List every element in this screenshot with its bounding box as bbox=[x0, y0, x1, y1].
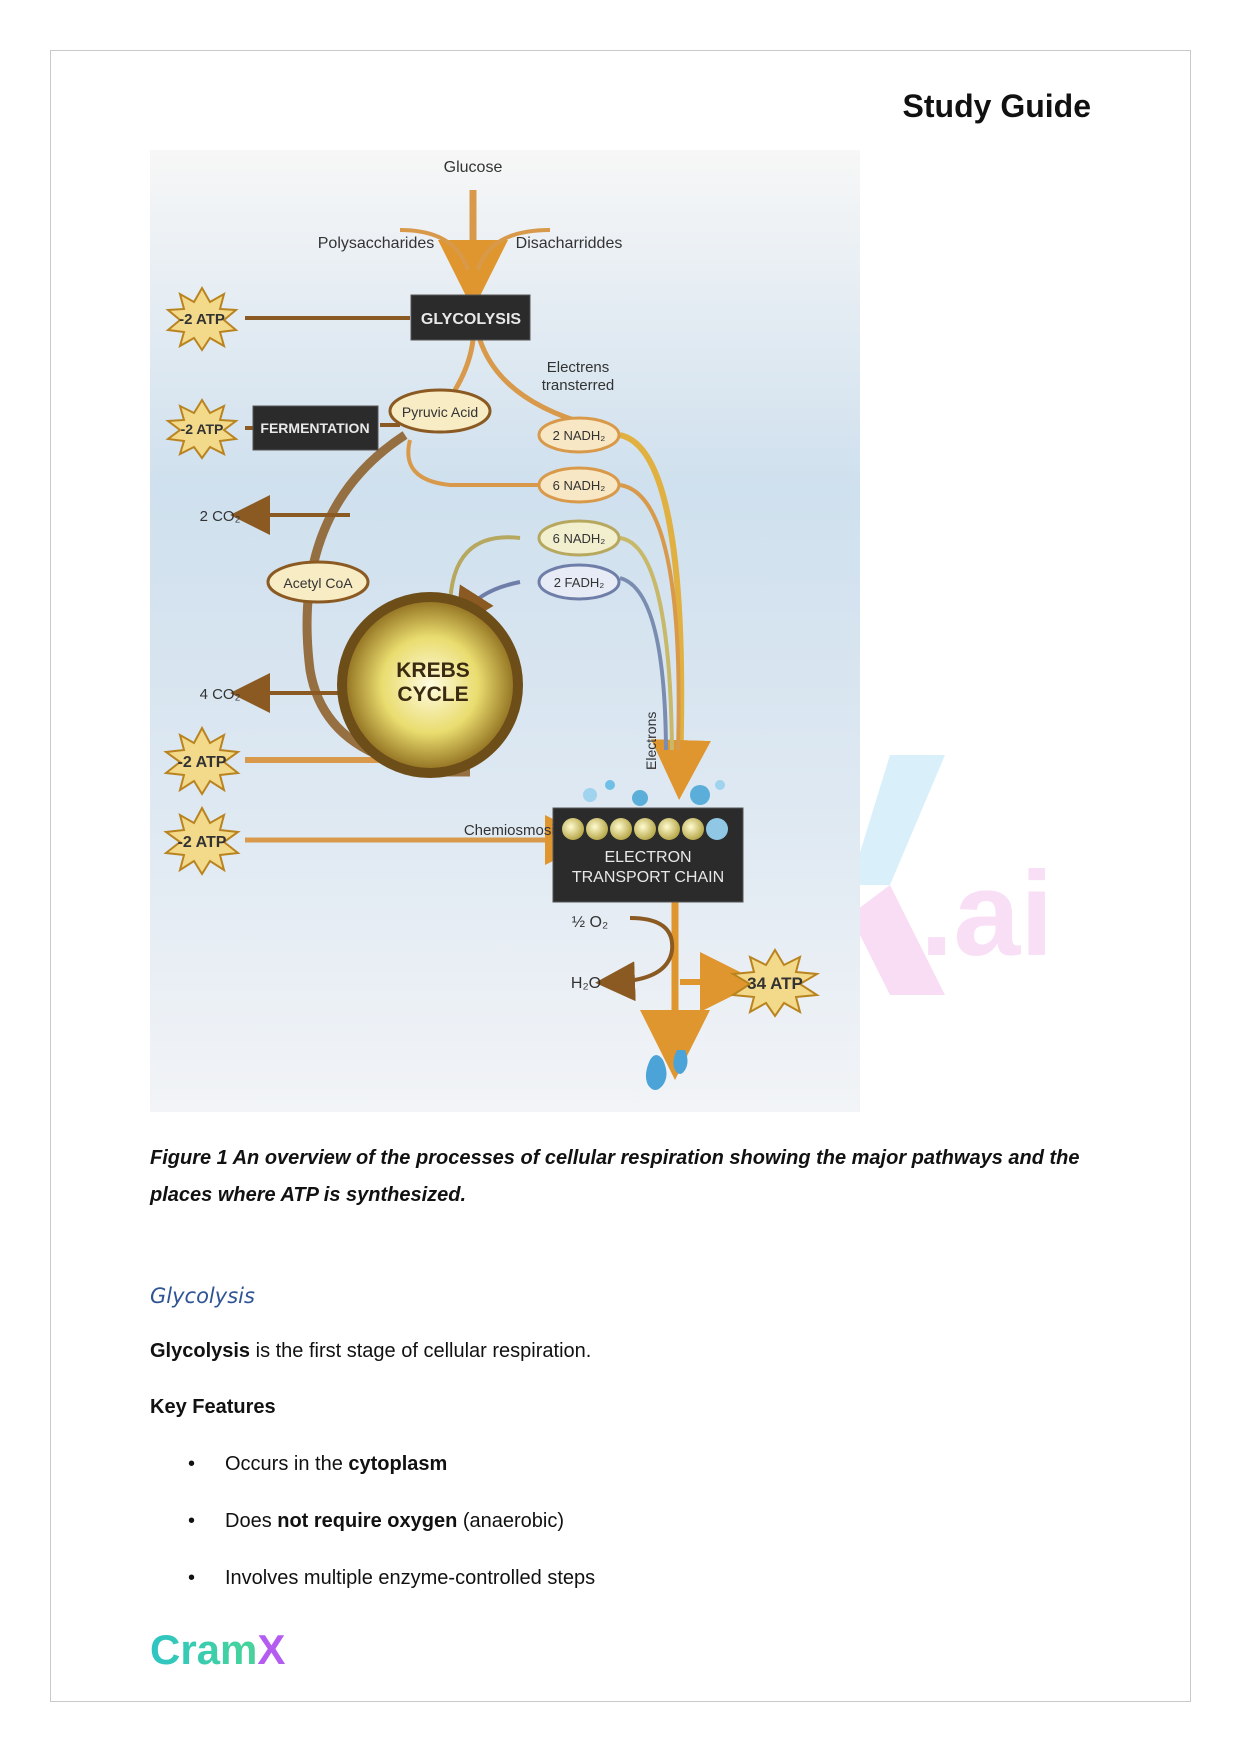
key-features-heading: Key Features bbox=[150, 1396, 276, 1418]
atp-burst-chemiosmosis: -2 ATP bbox=[163, 805, 241, 876]
nadh-oval-3 bbox=[537, 519, 621, 557]
disaccharides-label: Disacharriddes bbox=[516, 235, 623, 252]
figure-caption: Figure 1 An overview of the processes of… bbox=[150, 1147, 1080, 1206]
watermark-text: .ai bbox=[920, 847, 1053, 981]
bullet-icon: • bbox=[188, 1453, 196, 1475]
co2-label-1: 2 CO₂ bbox=[200, 508, 241, 525]
glycolysis-box-label: GLYCOLYSIS bbox=[421, 311, 522, 328]
nadh-oval-2 bbox=[537, 466, 621, 504]
list-item-text: Involves multiple enzyme-controlled step… bbox=[225, 1567, 596, 1589]
atp-burst-krebs: -2 ATP bbox=[163, 725, 241, 796]
electrons-transferred-label-1: Electrens bbox=[547, 359, 610, 376]
intro-paragraph: Glycolysis is the first stage of cellula… bbox=[150, 1340, 591, 1363]
krebs-label-1: KREBS bbox=[396, 659, 470, 682]
fermentation-box bbox=[252, 405, 379, 451]
intro-text: is the first stage of cellular respirati… bbox=[250, 1340, 592, 1362]
atp-chemiosmosis-label: -2 ATP bbox=[178, 834, 227, 851]
nadh-label-2: 6 NADH₂ bbox=[553, 478, 606, 493]
polysaccharides-label: Polysaccharides bbox=[318, 235, 435, 252]
list-item: • Does not require oxygen (anaerobic) bbox=[150, 1509, 595, 1566]
list-item-text-post: (anaerobic) bbox=[457, 1510, 564, 1532]
list-item-bold: not require oxygen bbox=[277, 1510, 458, 1532]
logo-text: Cram bbox=[150, 1626, 257, 1672]
etc-label-2: TRANSPORT CHAIN bbox=[572, 869, 724, 886]
acetyl-coa-oval bbox=[266, 560, 370, 604]
svg-text:.ai: .ai bbox=[920, 847, 1053, 981]
atp-fermentation-label: -2 ATP bbox=[181, 421, 224, 437]
key-features-list: • Occurs in the cytoplasm • Does not requi… bbox=[150, 1452, 595, 1623]
o2-label: ½ O₂ bbox=[572, 914, 608, 931]
glycolysis-box bbox=[410, 294, 531, 341]
electrons-transferred-label-2: transterred bbox=[542, 377, 615, 394]
list-item-text: Does bbox=[225, 1510, 278, 1532]
cellular-respiration-figure: KREBS CYCLE Glucose Polysaccharides Disa… bbox=[150, 150, 860, 1112]
nadh-label-1: 2 NADH₂ bbox=[553, 428, 606, 443]
etc-label-1: ELECTRON bbox=[604, 849, 691, 866]
atp-burst-glycolysis: -2 ATP bbox=[165, 285, 239, 352]
atp-krebs-label: -2 ATP bbox=[178, 754, 227, 771]
nadh-oval-1 bbox=[537, 416, 621, 454]
svg-text:CramX: CramX bbox=[150, 1626, 285, 1672]
bullet-icon: • bbox=[188, 1510, 196, 1532]
fermentation-box-label: FERMENTATION bbox=[260, 420, 369, 436]
list-item-text: Occurs in the bbox=[225, 1453, 349, 1475]
intro-bold: Glycolysis bbox=[150, 1340, 251, 1362]
list-item: • Occurs in the cytoplasm bbox=[150, 1452, 595, 1509]
fadh-oval bbox=[537, 563, 621, 601]
electrons-label: Electrons bbox=[643, 712, 659, 770]
atp-burst-fermentation: -2 ATP bbox=[165, 398, 239, 460]
acetyl-coa-label: Acetyl CoA bbox=[283, 575, 353, 591]
krebs-cycle-circle bbox=[337, 592, 523, 778]
page-frame bbox=[50, 50, 1191, 1702]
glucose-label: Glucose bbox=[444, 159, 503, 176]
page-title: Study Guide bbox=[902, 88, 1091, 124]
nadh-label-3: 6 NADH₂ bbox=[553, 531, 606, 546]
chemiosmosis-label: Chemiosmosis bbox=[464, 822, 562, 839]
krebs-label-2: CYCLE bbox=[397, 683, 468, 706]
pyruvic-acid-oval bbox=[388, 388, 492, 434]
atp-etc-label: 34 ATP bbox=[747, 974, 803, 993]
atp-glycolysis-label: -2 ATP bbox=[179, 311, 225, 328]
atp-burst-etc: 34 ATP bbox=[729, 948, 821, 1018]
fadh-label: 2 FADH₂ bbox=[554, 575, 605, 590]
logo-mark: X bbox=[257, 1626, 285, 1672]
list-item-bold: cytoplasm bbox=[348, 1453, 448, 1475]
watermark-logo: .ai bbox=[850, 755, 1053, 995]
section-heading: Glycolysis bbox=[150, 1284, 255, 1308]
list-item: • Involves multiple enzyme-controlled ste… bbox=[150, 1566, 595, 1623]
pyruvic-acid-label: Pyruvic Acid bbox=[402, 404, 478, 420]
co2-label-2: 4 CO₂ bbox=[200, 686, 241, 703]
cramx-logo: CramX bbox=[150, 1626, 285, 1672]
bullet-icon: • bbox=[188, 1567, 196, 1589]
h2o-label: H₂O bbox=[571, 975, 601, 992]
